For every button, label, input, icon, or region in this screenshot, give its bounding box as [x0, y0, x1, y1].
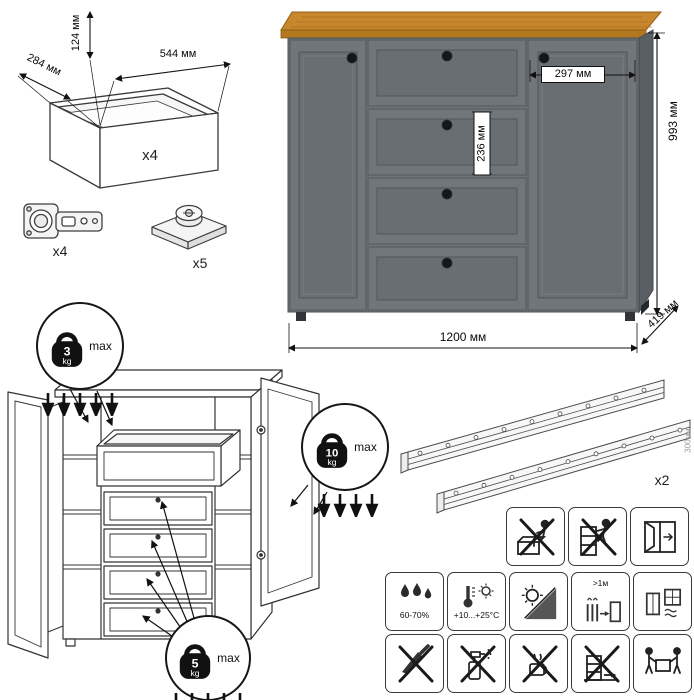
no-sitting-icon: [516, 518, 554, 555]
heat-distance-icon: [586, 597, 621, 622]
commode-illustration: [280, 11, 663, 321]
drawer-height-label: 236 мм: [473, 111, 491, 176]
svg-text:kg: kg: [191, 668, 200, 678]
no-abrasive-cleaners-icon: [460, 645, 495, 682]
weight-icon: 5 kg: [179, 644, 211, 679]
max-label: max: [354, 440, 377, 454]
down-arrows-icon: [174, 693, 242, 700]
pictogram-no-dragging: [571, 634, 630, 693]
temperature-label: +10...+25°C: [453, 610, 500, 621]
max-label: max: [89, 339, 112, 353]
two-person-carry-icon: [644, 646, 681, 674]
svg-text:kg: kg: [63, 356, 72, 366]
weight-icon: 10 kg: [316, 433, 348, 468]
pictogram-ventilation: [633, 572, 692, 631]
svg-text:kg: kg: [328, 457, 337, 467]
load-limit-shelf: 10 kg max: [301, 403, 389, 491]
drawer-box-height-label: 124 мм: [70, 14, 82, 52]
down-arrows-icon: [41, 393, 119, 416]
ventilated-room-icon: [645, 588, 681, 617]
commode-width-label: 1200 мм: [439, 330, 487, 344]
no-dragging-icon: [583, 645, 619, 682]
open-window-icon: [643, 520, 676, 553]
pictogram-no-sharp-objects: [385, 634, 444, 693]
commode-height-label: 993 мм: [666, 101, 680, 141]
hinge-count: x4: [52, 243, 68, 259]
drawer-slides-drawing: [400, 379, 691, 514]
pictogram-heat-distance: >1м: [571, 572, 630, 631]
svg-text:3: 3: [64, 345, 71, 359]
humidity-label: 60-70%: [399, 610, 430, 621]
slides-length-label: 300мм: [683, 428, 693, 453]
pictogram-no-abrasive-cleaners: [447, 634, 506, 693]
slides-count: x2: [654, 472, 670, 488]
load-limit-top-drawer: 3 kg max: [36, 302, 124, 390]
down-arrows-icon: [317, 494, 379, 517]
pictogram-no-sitting: [506, 507, 565, 566]
svg-text:10: 10: [326, 448, 339, 460]
drawer-box-width-label: 544 мм: [159, 48, 197, 60]
svg-text:5: 5: [192, 657, 199, 671]
temperature-icon: [463, 583, 493, 608]
pictogram-temperature: +10...+25°C: [447, 572, 506, 631]
hinge-icon: [23, 203, 103, 239]
weight-icon: 3 kg: [51, 332, 83, 367]
cam-lock-icon: [151, 204, 227, 250]
pictogram-no-climbing: [568, 507, 627, 566]
care-pictograms: 60-70% +10...+25°C: [385, 572, 692, 693]
cam-lock-count: x5: [192, 255, 208, 271]
heat-distance-label: >1м: [592, 578, 609, 589]
knob-icon: [346, 50, 550, 269]
humidity-icon: [400, 583, 431, 599]
door-width-label: 297 мм: [541, 66, 605, 83]
load-limit-drawer: 5 kg max: [165, 615, 251, 700]
drawer-box-drawing: [49, 87, 219, 189]
pictogram-no-hot-objects: [509, 634, 568, 693]
pictogram-sunlight: [509, 572, 568, 631]
pictogram-two-person-carry: [633, 634, 692, 693]
pictogram-humidity: 60-70%: [385, 572, 444, 631]
warning-pictograms: [506, 507, 689, 566]
pictogram-open-window: [630, 507, 689, 566]
load-limit-leaders: [69, 388, 328, 644]
no-climbing-icon: [579, 518, 616, 556]
no-sharp-objects-icon: [398, 643, 433, 682]
max-label: max: [217, 651, 240, 665]
drawer-box-dimensions: [17, 10, 232, 129]
no-hot-objects-icon: [522, 645, 557, 682]
sun-shade-icon: [521, 584, 556, 619]
drawer-box-count: x4: [142, 147, 158, 164]
